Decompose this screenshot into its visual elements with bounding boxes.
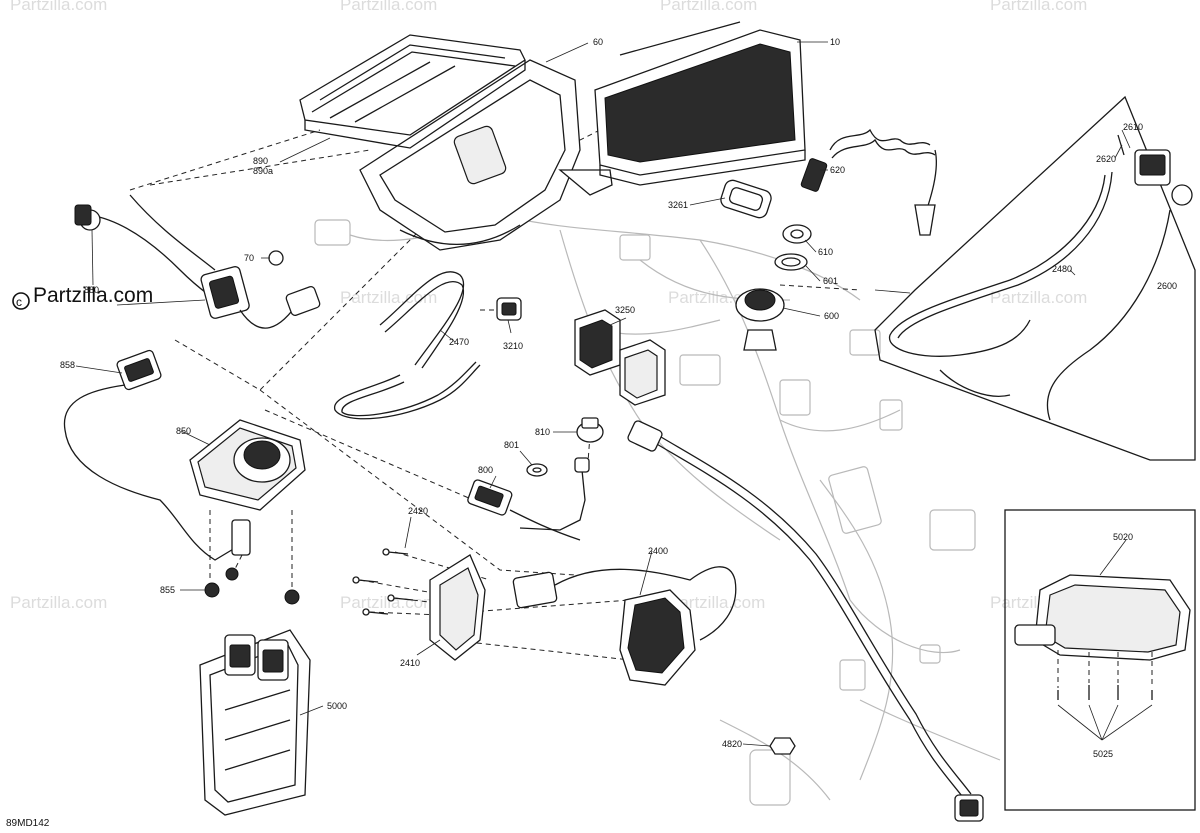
callout-2620: 2620 [1096,154,1116,164]
leader-lines [75,41,1153,747]
callout-600: 600 [824,311,839,321]
nut-4820 [769,737,796,755]
watermark: Partzilla.com [340,288,437,307]
callout-2420: 2420 [408,506,428,516]
rocker-switches-3250 [574,309,666,406]
gauge-housing-frame [359,59,613,251]
nut-610 [782,224,812,244]
rotary-control-850 [189,419,306,556]
callout-810: 810 [535,427,550,437]
callout-855: 855 [160,585,175,595]
watermark: Partzilla.com [10,593,107,612]
callout-890: 890 [253,156,268,166]
instrument-visor [299,34,526,149]
watermark: Partzilla.com [668,593,765,612]
callout-labels: 10 60 890 890a 70 880 858 850 855 5000 6… [60,37,1177,759]
callout-620: 620 [830,165,845,175]
hose-2470 [334,271,481,420]
callout-3261: 3261 [668,200,688,210]
callout-5025: 5025 [1093,749,1113,759]
watermark: Partzilla.com [990,0,1087,14]
watermark: Partzilla.com [660,0,757,14]
callout-5020: 5020 [1113,532,1133,542]
callout-10: 10 [830,37,840,47]
watermark: Partzilla.com [990,288,1087,307]
callout-2600: 2600 [1157,281,1177,291]
dess-post-600 [735,288,785,351]
watermark: Partzilla.com [340,593,437,612]
callout-890a: 890a [253,166,273,176]
bracket-2410 [429,554,486,661]
callout-2400: 2400 [648,546,668,556]
callout-2410: 2410 [400,658,420,668]
callout-858: 858 [60,360,75,370]
callout-2610: 2610 [1123,122,1143,132]
svg-text:c: c [16,295,22,309]
cable-858 [63,349,241,561]
inset-panel-bottom-right [1004,509,1196,811]
washer-601 [774,253,808,271]
callout-610: 610 [818,247,833,257]
background-wiring-harness [314,214,1001,806]
callout-3250: 3250 [615,305,635,315]
brand-text: Partzilla.com [33,284,153,307]
callout-70: 70 [244,253,254,263]
callout-2480: 2480 [1052,264,1072,274]
callout-2470: 2470 [449,337,469,347]
watermark: Partzilla.com [10,0,107,14]
callout-4820: 4820 [722,739,742,749]
screws-2420 [352,548,414,616]
switch-2400 [512,566,737,686]
callout-5000: 5000 [327,701,347,711]
callout-601: 601 [823,276,838,286]
callout-60: 60 [593,37,603,47]
callout-800: 800 [478,465,493,475]
grommets-855 [204,567,300,605]
wiring-harness-880 [74,194,321,329]
callout-3210: 3210 [503,341,523,351]
brand-mark: c Partzilla.com [12,284,153,310]
sensor-810 [519,417,604,531]
callout-880: 880 [84,285,99,295]
callout-850: 850 [176,426,191,436]
inset-panel-top-right [874,95,1196,461]
watermark: Partzilla.com [340,0,437,14]
dess-lanyard [800,128,937,236]
fastener-70 [268,250,284,266]
assembly-guide-lines [129,129,861,661]
callout-801: 801 [504,440,519,450]
digital-display-cluster [594,21,806,186]
main-harness-cable [627,420,984,822]
washer-801 [526,463,548,477]
diagram-reference: 89MD142 [6,818,50,829]
ecm-module-5000 [199,629,311,816]
connector-800 [467,479,581,541]
rubber-button-3261 [720,179,772,219]
